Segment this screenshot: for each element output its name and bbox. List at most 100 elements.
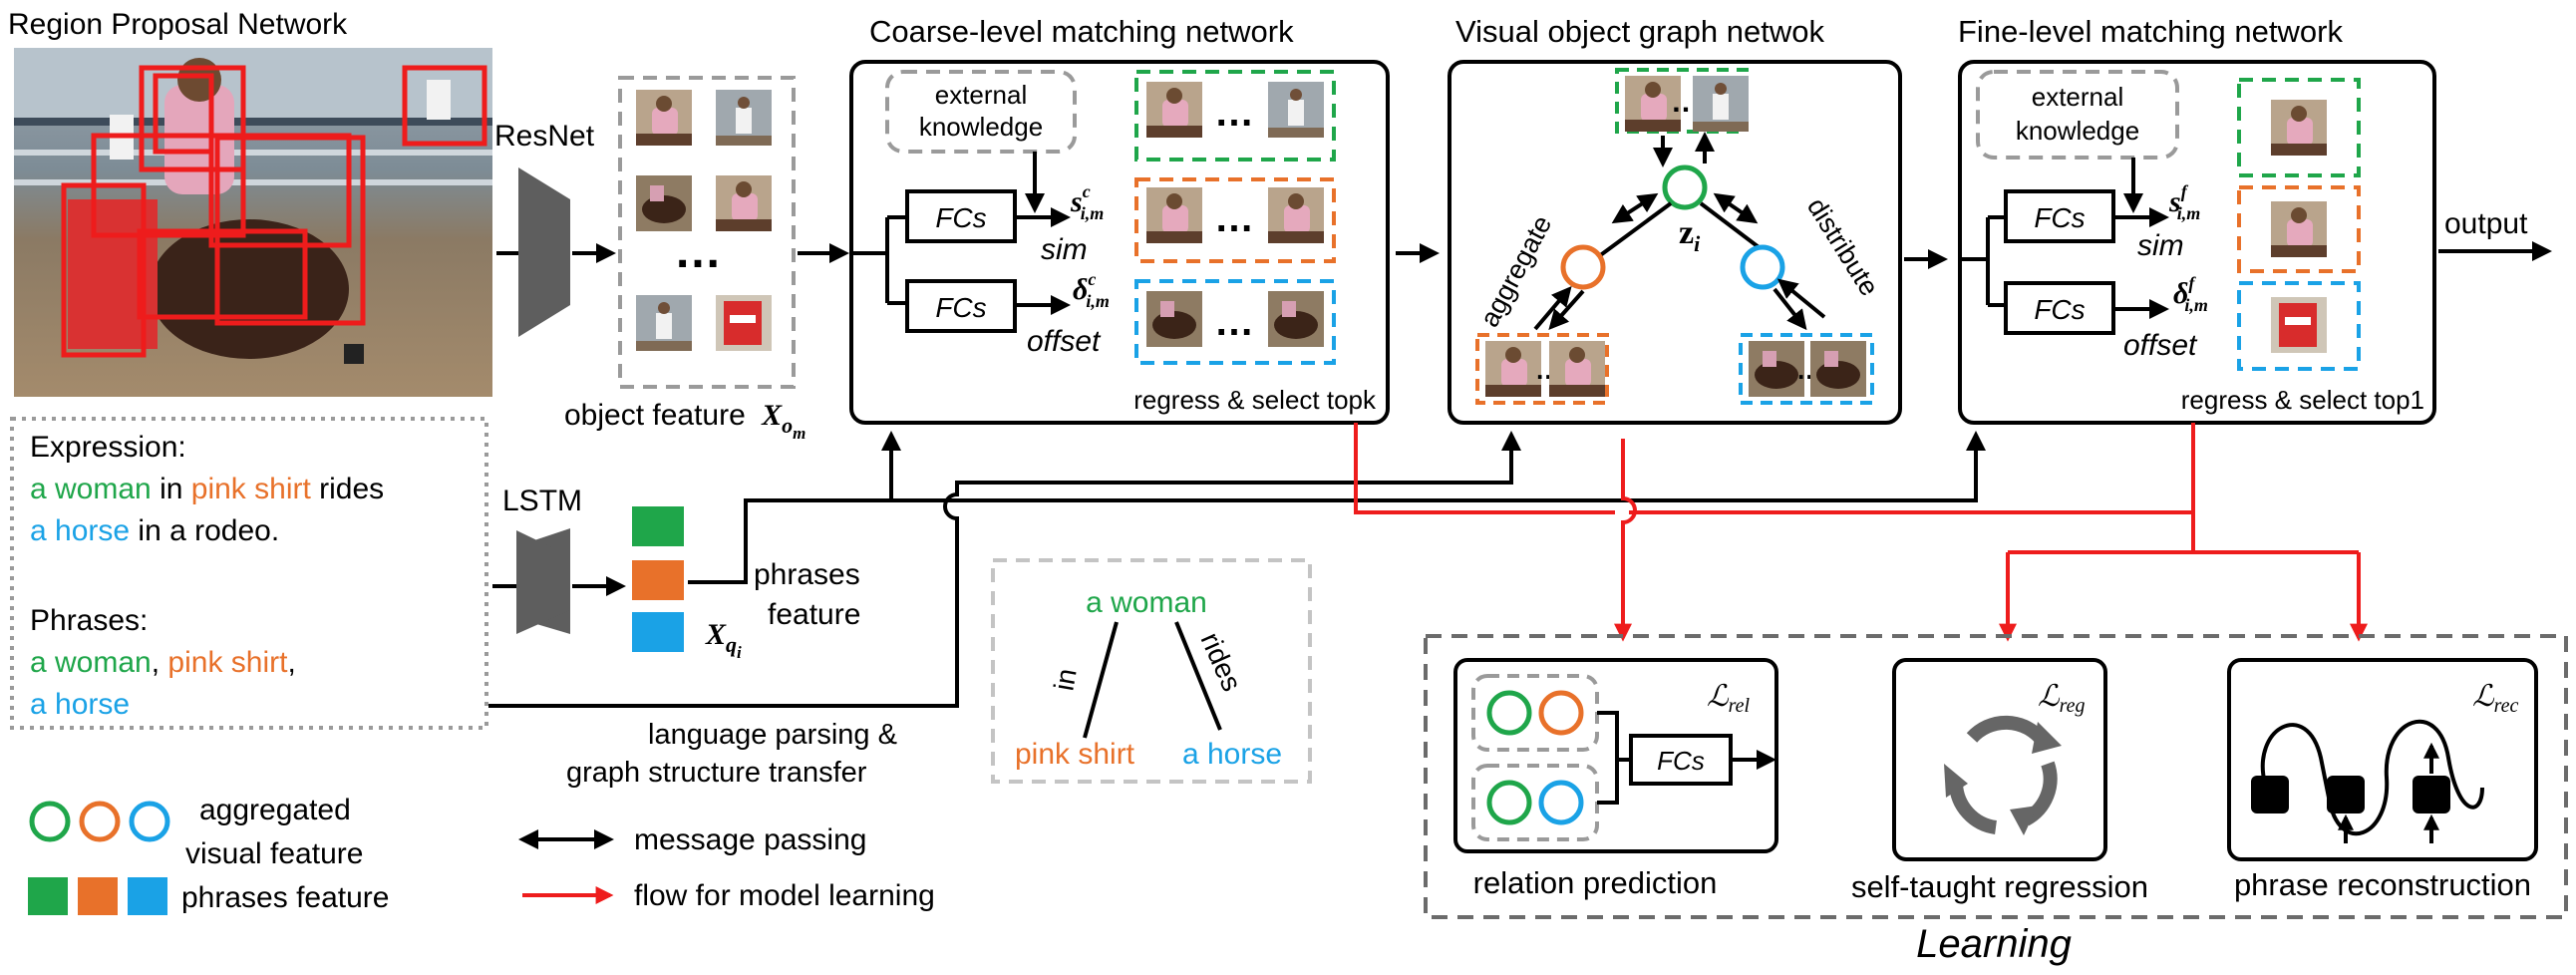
graph-box	[1448, 60, 1902, 425]
legend-orange-circle	[79, 801, 121, 842]
fine-fcs-2: FCs	[2034, 294, 2085, 325]
resnet-block	[518, 167, 570, 337]
object-feature-box	[618, 76, 796, 389]
coarse-fcs-box-1	[905, 189, 1017, 243]
fine-blue-strip	[2237, 281, 2361, 371]
parse-node-right: a horse	[1182, 738, 1282, 771]
graph-green-node	[1662, 164, 1708, 210]
fine-knowledge-box	[1976, 70, 2179, 160]
expression-heading: Expression:	[30, 431, 186, 464]
coarse-knowledge-box	[885, 70, 1077, 154]
expression-line-2: a horse in a rodeo.	[30, 514, 279, 547]
phrases-heading: Phrases:	[30, 604, 148, 637]
legend-flow: flow for model learning	[634, 879, 935, 912]
regression-box	[1892, 658, 2107, 861]
recon-block-2	[2327, 776, 2365, 813]
legend-blue-square	[128, 877, 167, 915]
recon-block-1	[2251, 776, 2289, 813]
phrase-feature-orange	[632, 560, 684, 600]
graph-distribute-label: distribute	[1801, 192, 1885, 301]
legend-aggregated-2: visual feature	[185, 837, 363, 870]
graph-blue-strip	[1739, 333, 1874, 405]
relation-green-node-1	[1486, 690, 1532, 736]
reconstruction-loss: ℒrec	[2472, 680, 2519, 717]
phrases-line-1: a woman, pink shirt,	[30, 646, 296, 679]
fine-footer: regress & select top1	[2181, 385, 2424, 415]
coarse-orange-strip	[1134, 177, 1336, 263]
coarse-footer: regress & select topk	[1133, 385, 1377, 415]
learning-title: Learning	[1916, 922, 2072, 966]
legend-blue-circle	[129, 801, 170, 842]
phrases-feature-label-1: phrases	[754, 558, 860, 591]
reconstruction-box	[2227, 658, 2538, 861]
fine-sim: sim	[2137, 229, 2184, 262]
object-feature-label: object feature Xom	[564, 399, 805, 443]
coarse-fcs-box-2	[905, 279, 1017, 333]
object-feature-dots: …	[674, 225, 722, 278]
reconstruction-title: phrase reconstruction	[2234, 867, 2531, 902]
phrases-line-2: a horse	[30, 688, 130, 721]
coarse-title: Coarse-level matching network	[869, 14, 1294, 49]
fine-offset: offset	[2123, 329, 2198, 362]
fine-knowledge-text-1: external	[2032, 82, 2124, 112]
relation-blue-node	[1538, 780, 1584, 825]
graph-blue-node	[1740, 244, 1785, 290]
relation-title: relation prediction	[1473, 865, 1718, 900]
rpn-title: Region Proposal Network	[8, 8, 348, 41]
parse-graph-box	[991, 558, 1312, 784]
recon-block-3	[2413, 776, 2450, 813]
parse-node-left: pink shirt	[1015, 738, 1135, 771]
relation-box	[1453, 658, 1778, 853]
fine-knowledge-text-2: knowledge	[2016, 116, 2139, 146]
parse-edge-left: in	[1048, 666, 1082, 693]
expression-box	[10, 417, 488, 730]
coarse-fcs-2: FCs	[935, 292, 986, 323]
coarse-green-dots: …	[1214, 91, 1254, 135]
graph-orange-node	[1560, 244, 1606, 290]
regression-title: self-taught regression	[1851, 869, 2148, 904]
coarse-knowledge-text-1: external	[935, 80, 1028, 110]
relation-orange-node	[1538, 690, 1584, 736]
language-parsing-1: language parsing &	[648, 719, 897, 751]
coarse-blue-dots: …	[1214, 300, 1254, 344]
learning-box	[1424, 634, 2568, 919]
coarse-offset: offset	[1027, 325, 1102, 358]
output-label: output	[2444, 207, 2528, 240]
coarse-orange-dots: …	[1214, 196, 1254, 240]
coarse-knowledge-text-2: knowledge	[919, 112, 1043, 142]
legend-aggregated-1: aggregated	[199, 794, 351, 826]
red-flow-lines	[1354, 423, 2368, 642]
lstm-label: LSTM	[502, 485, 582, 517]
coarse-blue-strip	[1134, 279, 1336, 365]
relation-green-node-2	[1486, 780, 1532, 825]
regression-loss: ℒreg	[2038, 680, 2086, 717]
coarse-box	[849, 60, 1390, 425]
rodeo-image	[14, 48, 492, 397]
relation-fcs: FCs	[1657, 746, 1705, 776]
fine-green-strip	[2237, 78, 2361, 177]
phrase-feature-green	[632, 506, 684, 546]
graph-aggregate-label: aggregate	[1474, 210, 1558, 331]
phrase-symbol: Xqi	[705, 618, 742, 662]
legend-green-circle	[29, 801, 71, 842]
graph-z-label: zi	[1679, 214, 1701, 256]
relation-loss: ℒrel	[1707, 680, 1751, 717]
resnet-label: ResNet	[494, 120, 595, 153]
fine-fcs-box-1	[2004, 189, 2115, 243]
fine-box	[1958, 60, 2436, 425]
coarse-fcs-1: FCs	[935, 202, 986, 233]
phrases-feature-label-2: feature	[768, 598, 860, 631]
language-parsing-2: graph structure transfer	[566, 757, 867, 789]
region-proposals	[61, 65, 487, 358]
parse-node-top: a woman	[1086, 586, 1207, 619]
coarse-sim: sim	[1041, 233, 1088, 266]
phrase-feature-blue	[632, 612, 684, 652]
legend-phrases-feature: phrases feature	[181, 881, 389, 914]
graph-orange-strip	[1475, 333, 1609, 405]
fine-title: Fine-level matching network	[1958, 14, 2343, 49]
graph-title: Visual object graph netwok	[1455, 14, 1824, 49]
